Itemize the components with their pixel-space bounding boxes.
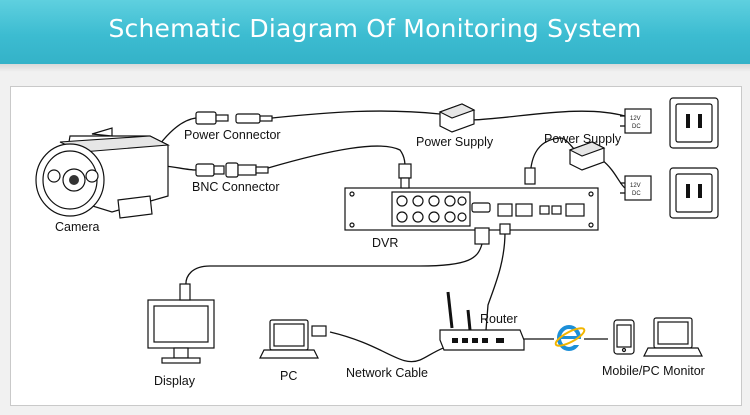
adapter-voltage-label: 12V xyxy=(630,183,641,189)
router-icon: Router xyxy=(439,291,525,351)
power-adapter-icon: 12V DC xyxy=(620,108,652,134)
power-supply-icon: Power Supply xyxy=(544,132,622,171)
power-adapter-icon: 12V DC xyxy=(620,175,652,201)
mobile-phone-icon xyxy=(613,319,635,355)
dvr-lan-cable xyxy=(485,231,506,331)
adapter-current-label: DC xyxy=(632,191,641,197)
power-supply-cable-2 xyxy=(601,159,626,189)
power-connector-icon: Power Connector xyxy=(184,111,281,142)
wall-socket-icon xyxy=(669,167,719,219)
camera-power-cable xyxy=(271,110,441,119)
router-label: Router xyxy=(480,312,518,326)
banner-shadow xyxy=(0,64,750,72)
dvr-power-cable xyxy=(529,137,576,183)
adapter-current-label: DC xyxy=(632,124,641,130)
camera-label: Camera xyxy=(55,220,100,234)
power-supply-icon: Power Supply xyxy=(416,103,494,149)
mobile-pc-monitor-label: Mobile/PC Monitor xyxy=(602,364,705,378)
title-banner: Schematic Diagram Of Monitoring System xyxy=(0,0,750,64)
pc-icon: PC xyxy=(259,319,327,383)
page-title: Schematic Diagram Of Monitoring System xyxy=(108,14,642,43)
vga-cable xyxy=(185,243,483,287)
display-icon: Display xyxy=(147,283,215,388)
internet-explorer-icon xyxy=(554,325,586,351)
bnc-connector-label: BNC Connector xyxy=(192,180,280,194)
power-supply-1-label: Power Supply xyxy=(416,135,494,149)
bnc-connector-icon: BNC Connector xyxy=(192,162,280,194)
power-connector-label: Power Connector xyxy=(184,128,281,142)
bnc-video-cable xyxy=(267,145,406,177)
adapter-voltage-label: 12V xyxy=(630,116,641,122)
wall-socket-icon xyxy=(669,97,719,149)
display-label: Display xyxy=(154,374,196,388)
power-supply-cable-1 xyxy=(471,110,626,121)
laptop-icon xyxy=(643,317,703,357)
power-supply-2-label: Power Supply xyxy=(544,132,622,146)
dvr-icon: DVR xyxy=(344,163,599,250)
network-cable xyxy=(329,331,461,363)
dvr-label: DVR xyxy=(372,236,398,250)
network-cable-label: Network Cable xyxy=(346,366,428,380)
bnc-port-grid xyxy=(396,195,467,223)
camera-icon: Camera xyxy=(35,127,171,234)
pc-label: PC xyxy=(280,369,297,383)
